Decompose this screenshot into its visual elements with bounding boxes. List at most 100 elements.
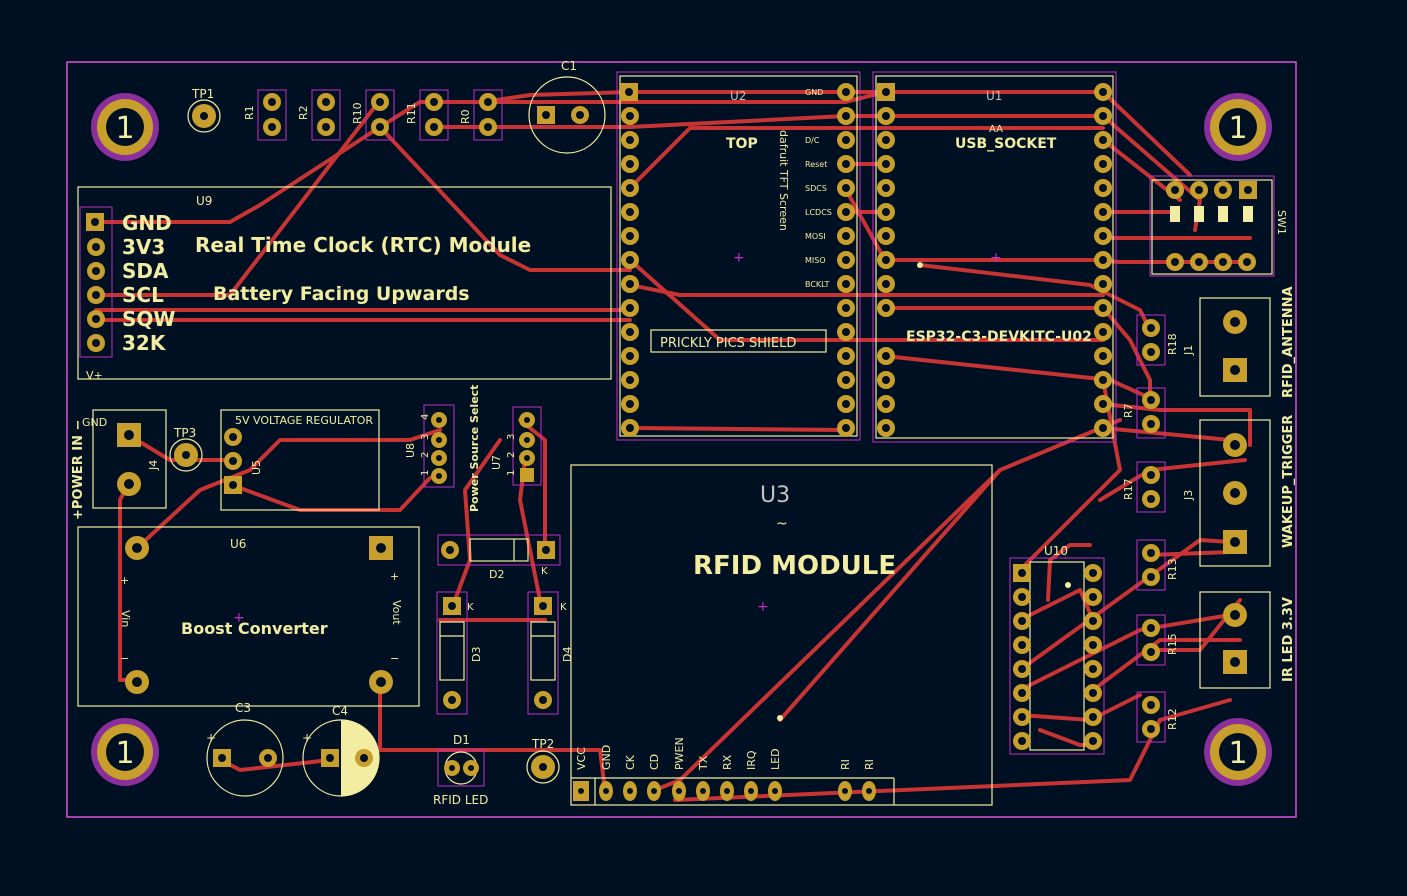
u9-title: Real Time Clock (RTC) Module	[195, 233, 531, 257]
power-select-u7[interactable]: Power Source Select U7 3 2 1	[468, 385, 542, 512]
d2-k-label: K	[541, 566, 548, 577]
u6-vout-minus: −	[390, 652, 399, 665]
r17-ref: R17	[1122, 478, 1135, 500]
esp32-module-u1[interactable]: U1 AA USB_SOCKET ESP32-C3-DEVKITC-U02 +	[872, 71, 1117, 443]
r12-ref: R12	[1166, 708, 1179, 730]
u8-pin4: 4	[420, 414, 431, 420]
resistor-r10[interactable]: R10	[351, 89, 395, 141]
resistor-r15[interactable]: R15	[1136, 614, 1179, 666]
u1-aa-label: AA	[989, 124, 1003, 135]
header-u8[interactable]: U8 4 3 2 1	[404, 404, 455, 488]
u2-top-label: TOP	[726, 136, 758, 152]
u3-pin-ck: CK	[624, 754, 637, 770]
u2-pin-miso: MISO	[805, 256, 826, 265]
connector-j3-wakeup-trigger[interactable]: J3 WAKEUP_TRIGGER	[1182, 415, 1296, 567]
svg-text:+: +	[302, 731, 312, 745]
u3-pin-ri2: RI	[863, 759, 876, 770]
voltage-regulator-u5[interactable]: 5V VOLTAGE REGULATOR U5	[220, 409, 380, 511]
tft-screen-u2[interactable]: U2 TOP dafruit TFT Screen GND D/C Reset …	[616, 71, 861, 441]
d3-ref: D3	[470, 647, 483, 662]
u5-ref: U5	[250, 460, 263, 475]
led-d1[interactable]: D1 RFID LED	[433, 733, 488, 807]
u1-usb-label: USB_SOCKET	[955, 136, 1057, 152]
power-jack-j4[interactable]: GND J4 +POWER IN −	[71, 409, 167, 520]
d1-ref: D1	[453, 733, 470, 747]
u3-tilde: ~	[776, 516, 788, 532]
c3-ref: C3	[235, 701, 251, 715]
capacitor-c4[interactable]: C4 +	[302, 704, 380, 797]
resistor-r12[interactable]: R12	[1136, 691, 1179, 743]
diode-d2[interactable]: D2 K	[437, 534, 561, 581]
test-point-tp3[interactable]: TP3	[169, 426, 203, 472]
j3-ref: J3	[1182, 490, 1195, 501]
diode-d3[interactable]: D3 K	[436, 591, 483, 715]
r7-ref: R7	[1122, 403, 1135, 418]
u3-pin-irq: IRQ	[745, 750, 758, 770]
u7-pin1: 1	[506, 470, 517, 476]
capacitor-c1[interactable]: C1	[528, 59, 606, 154]
u3-pin-vcc: VCC	[575, 747, 588, 770]
u3-pin-pwen: PWEN	[673, 737, 686, 770]
r15-ref: R15	[1166, 633, 1179, 655]
d4-k-label: K	[560, 602, 567, 613]
resistor-r2[interactable]: R2	[297, 89, 341, 141]
u9-pin-3v3: 3V3	[122, 235, 165, 259]
c1-ref: C1	[561, 59, 577, 73]
u7-pin3: 3	[506, 434, 517, 440]
u9-pin-sda: SDA	[122, 259, 169, 283]
connector-ir-led[interactable]: IR LED 3.3V	[1199, 591, 1296, 689]
u2-pin-gnd: GND	[805, 88, 823, 97]
svg-text:+: +	[233, 610, 245, 626]
u3-title: RFID MODULE	[693, 551, 896, 581]
tp1-ref: TP1	[191, 87, 214, 101]
u9-pin-sqw: SQW	[122, 307, 175, 331]
r18-ref: R18	[1166, 333, 1179, 355]
vias	[777, 262, 1071, 721]
resistor-r18[interactable]: R18	[1136, 314, 1179, 366]
svg-text:+: +	[757, 599, 769, 615]
connector-j1-rfid-antenna[interactable]: J1 RFID_ANTENNA	[1182, 286, 1296, 398]
j1-ref: J1	[1182, 345, 1195, 356]
u2-pin-reset: Reset	[805, 160, 827, 169]
tp2-ref: TP2	[531, 737, 554, 751]
r0-ref: R0	[459, 109, 472, 124]
u5-label: 5V VOLTAGE REGULATOR	[235, 414, 373, 427]
resistor-r17[interactable]: R17	[1122, 461, 1166, 513]
u8-pin1: 1	[420, 470, 431, 476]
d4-ref: D4	[561, 647, 574, 662]
u1-module-label: ESP32-C3-DEVKITC-U02	[906, 329, 1092, 345]
u3-pin-led: LED	[769, 748, 782, 770]
mounting-hole-label: 1	[1228, 111, 1247, 146]
rfid-module-u3[interactable]: U3 ~ RFID MODULE + VCC GND CK CD PWEN TX…	[570, 464, 993, 806]
test-point-tp2[interactable]: TP2	[526, 737, 560, 784]
boost-converter-u6[interactable]: U6 Boost Converter + Vin Vout + − + −	[77, 526, 420, 707]
capacitor-c3[interactable]: C3 +	[206, 701, 284, 797]
u7-label: Power Source Select	[468, 385, 481, 512]
u6-vin-label: Vin	[119, 610, 132, 627]
resistor-r0[interactable]: R0	[459, 89, 503, 141]
dip-switch-sw1[interactable]: SW1	[1149, 175, 1288, 277]
diode-d4[interactable]: D4 K	[527, 591, 574, 715]
j4-gnd-label: GND	[82, 416, 107, 429]
resistor-r1[interactable]: R1	[243, 89, 287, 141]
u2-pin-bcklt: BCKLT	[805, 280, 830, 289]
u2-vertical-label: dafruit TFT Screen	[777, 130, 790, 231]
mounting-hole-top-right: 1	[1204, 93, 1272, 161]
u7-pin2: 2	[506, 452, 517, 458]
ic-u10[interactable]: U10	[1009, 544, 1105, 755]
resistor-r7[interactable]: R7	[1122, 387, 1166, 439]
resistor-r11[interactable]: R11	[405, 89, 449, 141]
board-edge-outline	[66, 61, 1297, 818]
sw1-ref: SW1	[1275, 210, 1288, 235]
rtc-module-u9[interactable]: U9 GND 3V3 SDA SCL SQW 32K Real Time Clo…	[77, 186, 612, 382]
u3-pin-tx: TX	[697, 755, 710, 771]
r13-ref: R13	[1166, 558, 1179, 580]
mounting-hole-bottom-right: 1	[1204, 718, 1272, 786]
test-point-tp1[interactable]: TP1	[187, 87, 221, 133]
wakeup-trigger-label: WAKEUP_TRIGGER	[1281, 415, 1296, 548]
copper-traces	[94, 90, 1252, 802]
resistor-r13[interactable]: R13	[1136, 539, 1179, 591]
u3-pin-cd: CD	[648, 754, 661, 770]
u6-vout-label: Vout	[390, 600, 403, 625]
